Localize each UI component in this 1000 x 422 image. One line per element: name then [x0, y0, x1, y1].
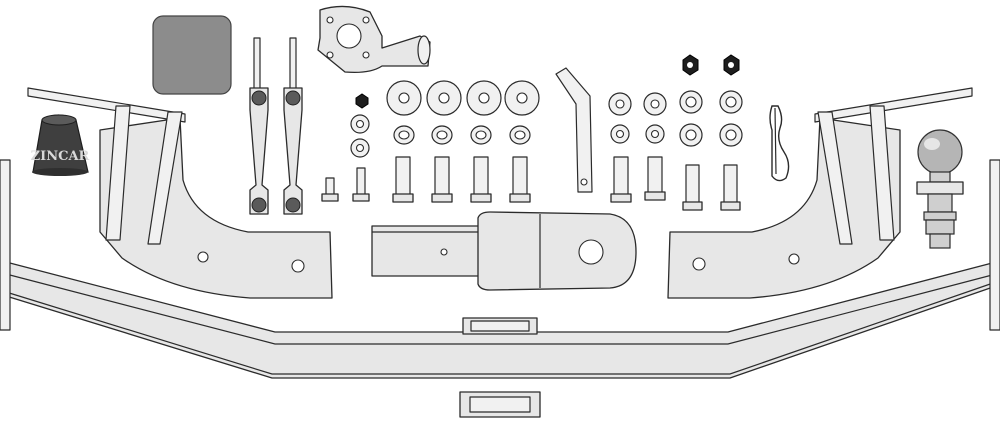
connecting-strap-left [249, 37, 269, 215]
locking-pin [555, 67, 593, 193]
small-bolt-1 [321, 177, 339, 202]
washer-row-large [386, 80, 540, 116]
main-cross-beam [0, 159, 1000, 418]
beam-end-plate-left [0, 159, 11, 331]
washer-row-right [608, 92, 667, 144]
socket-cover-plate [152, 15, 232, 95]
tow-ball-cap: ZINCAR [31, 114, 90, 176]
bolt-row-right-a [610, 156, 666, 203]
receiver-tube [371, 225, 481, 277]
bolt-row-center [392, 156, 531, 203]
beam-end-plate-right [989, 159, 1000, 331]
left-mounting-bracket [27, 87, 333, 299]
washer-row-far-right [679, 90, 743, 147]
connecting-strap-right [283, 37, 303, 215]
small-bolt-2 [352, 167, 370, 202]
socket-bracket [317, 5, 431, 74]
spring-washer-row [393, 125, 531, 145]
brand-label: ZINCAR [31, 149, 90, 164]
small-nut-icon [355, 93, 369, 109]
bolt-row-far-right [682, 164, 741, 211]
hitch-plate [477, 211, 637, 291]
tow-ball [916, 129, 964, 249]
r-clip-icon [769, 105, 790, 182]
right-mounting-bracket [667, 87, 973, 299]
